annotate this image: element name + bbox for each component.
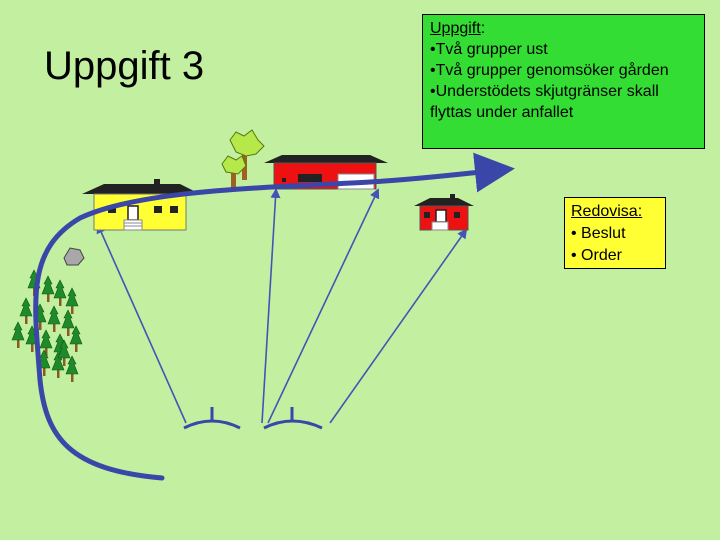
conifer-tree	[65, 287, 79, 314]
report-box: Redovisa: • Beslut • Order	[564, 197, 666, 269]
deciduous-trees	[221, 129, 265, 190]
conifer-tree	[47, 305, 61, 332]
firing-position-right	[263, 407, 323, 430]
firing-positions	[183, 407, 323, 430]
yellow-house	[82, 179, 200, 231]
report-heading: Redovisa:	[571, 203, 643, 220]
task-line-2: •Två grupper genomsöker gården	[430, 62, 669, 79]
conifer-tree	[53, 279, 67, 306]
fire-line-3	[267, 188, 380, 424]
task-heading-colon: :	[480, 20, 486, 37]
fire-line-4	[329, 228, 468, 424]
attack-route-arrow	[33, 152, 515, 481]
task-box: Uppgift: •Två grupper ust •Två grupper g…	[422, 14, 705, 149]
task-line-1: •Två grupper ust	[430, 41, 548, 58]
conifer-tree	[41, 275, 55, 302]
fire-line-1	[96, 223, 187, 424]
fire-line-2	[261, 188, 281, 424]
conifer-tree	[39, 329, 53, 356]
page-title: Uppgift 3	[44, 44, 205, 88]
conifer-tree	[57, 339, 71, 366]
fire-lines	[96, 188, 468, 424]
small-red-house	[414, 194, 474, 231]
conifer-tree	[65, 355, 79, 382]
report-item-2: • Order	[571, 247, 622, 264]
report-item-1: • Beslut	[571, 225, 626, 242]
task-heading: Uppgift	[430, 20, 481, 37]
task-heading-line: Uppgift:	[430, 18, 697, 39]
conifer-tree	[11, 321, 25, 348]
conifer-tree	[51, 351, 65, 378]
conifer-tree	[19, 297, 33, 324]
task-line-3: •Understödets skjutgränser skall flyttas…	[430, 83, 659, 121]
conifer-tree	[69, 325, 83, 352]
forest	[11, 269, 83, 382]
rock	[63, 247, 85, 266]
conifer-tree	[61, 309, 75, 336]
firing-position-left	[183, 407, 241, 430]
